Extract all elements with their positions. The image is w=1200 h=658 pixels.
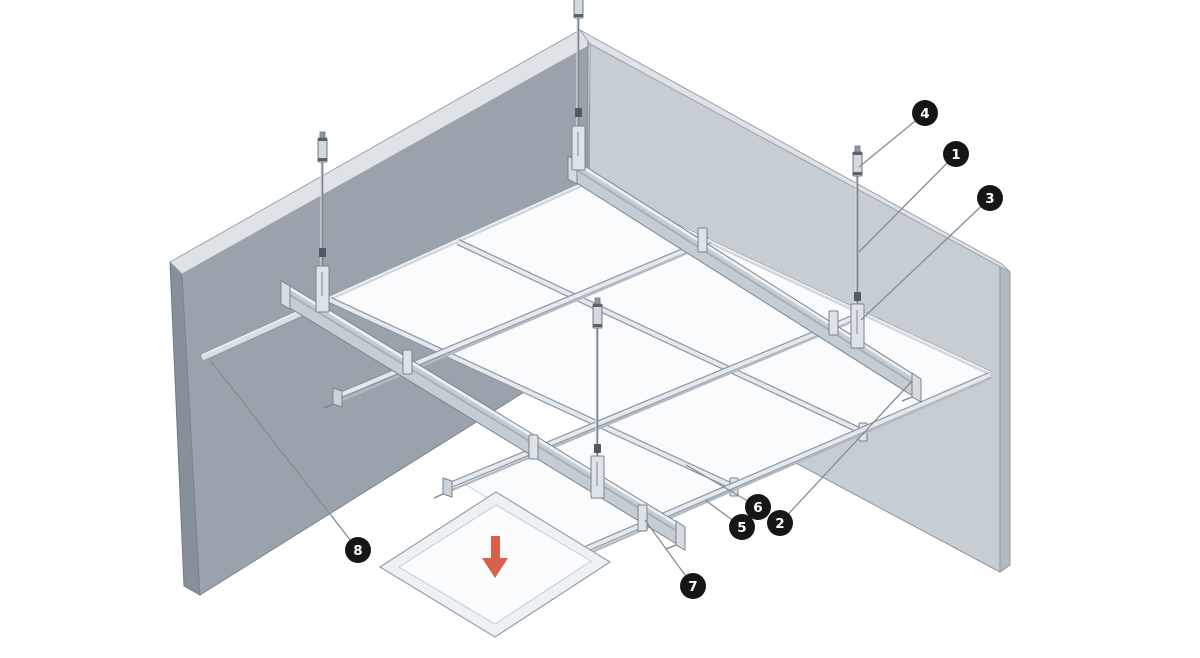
callout-leader-line [860, 197, 991, 321]
main-tee-front [563, 372, 992, 564]
main-tee-2 [446, 314, 855, 492]
callout-number: 2 [775, 516, 784, 532]
suspension-clip [637, 504, 648, 532]
callout-8-wall-angle-trim: 8 [210, 360, 371, 563]
callout-badge [767, 510, 793, 536]
channel-end-cap [280, 280, 291, 310]
adjuster-nut [575, 108, 582, 117]
callout-leader-line [858, 153, 957, 253]
hanger-rod-left [315, 131, 330, 313]
channel-end-cap [911, 372, 922, 403]
tee-end-cap [323, 387, 343, 409]
hanger-rod-center [590, 297, 605, 499]
callout-layer: 1 2 3 4 56 7 8 [210, 100, 1003, 599]
callout-badge [943, 141, 969, 167]
callout-leader-line [858, 112, 926, 168]
carrying-channel-front [280, 280, 686, 551]
suspension-clip [402, 349, 413, 375]
callout-number: 5 [737, 520, 746, 536]
suspension-clip [697, 227, 708, 253]
callout-number: 8 [353, 543, 362, 559]
callout-leader-line [685, 464, 759, 508]
callout-badge [977, 185, 1003, 211]
cross-tee-row-2 [328, 297, 736, 490]
callout-leader-line [644, 519, 694, 587]
callout-badge [745, 494, 771, 520]
ceiling-tile-panel [378, 491, 612, 638]
suspension-clip [528, 434, 539, 460]
callout-1-suspension-rod: 1 [858, 141, 969, 253]
callout-badge [345, 537, 371, 563]
callout-number: 7 [688, 579, 697, 595]
callout-number: 4 [920, 106, 929, 122]
cross-tee-row-1 [456, 239, 865, 435]
callout-badge [680, 573, 706, 599]
anchor-sleeve [573, 0, 584, 19]
suspension-clip [828, 310, 839, 336]
right-wall-edge-face [999, 262, 1011, 573]
channel-end-cap [675, 520, 686, 551]
hanger-rod-corner [571, 0, 586, 171]
callout-2-carrying-channel: 2 [767, 380, 913, 536]
adjuster-nut [594, 444, 601, 453]
callout-badge [912, 100, 938, 126]
tee-end-cap [433, 477, 453, 499]
callout-4-ceiling-anchor: 4 [858, 100, 938, 168]
callout-3-adjustable-hanger-bracket: 3 [860, 185, 1003, 321]
callout-leader-line [210, 360, 359, 551]
install-direction-arrow [482, 536, 508, 578]
callout-6-secondary-cross-tee: 6 [685, 464, 771, 520]
callout-number: 3 [985, 191, 994, 207]
callout-number: 1 [951, 147, 960, 163]
callout-leader-line [779, 380, 913, 524]
right-wall-top-face [579, 29, 1011, 273]
adjuster-nut [854, 292, 861, 301]
adjuster-nut [319, 248, 326, 257]
callout-number: 6 [753, 500, 762, 516]
callout-badge [729, 514, 755, 540]
callout-5-cross-tee: 5 [704, 499, 755, 540]
hanger-rod-right [850, 145, 865, 349]
callout-7-suspension-clip: 7 [644, 519, 706, 599]
